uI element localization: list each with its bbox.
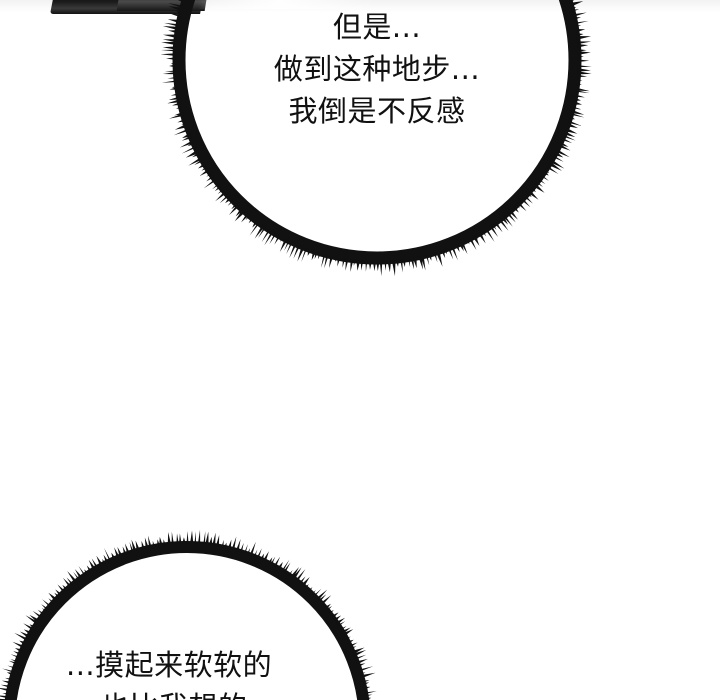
bubble-top-line-1: 但是...	[332, 10, 422, 44]
spiky-bubble-outline-top	[160, 0, 592, 277]
bubble-top-line-3: 我倒是不反感	[288, 94, 466, 128]
bubble-bottom-line-2: 也比我想的	[66, 686, 346, 700]
previous-panel-remnant-shine	[198, 0, 378, 9]
spiky-bubble-outline-bottom	[0, 529, 377, 700]
speech-bubble-bottom-text: ...摸起来软软的 也比我想的	[66, 644, 346, 700]
bubble-bottom-line-1: ...摸起来软软的	[66, 648, 273, 682]
speech-bubble-top-text: 但是... 做到这种地步... 我倒是不反感	[252, 6, 502, 132]
speech-bubble-top	[160, 0, 594, 277]
speech-bubble-bottom	[0, 528, 384, 700]
bubble-top-line-2: 做到这种地步...	[273, 52, 481, 86]
